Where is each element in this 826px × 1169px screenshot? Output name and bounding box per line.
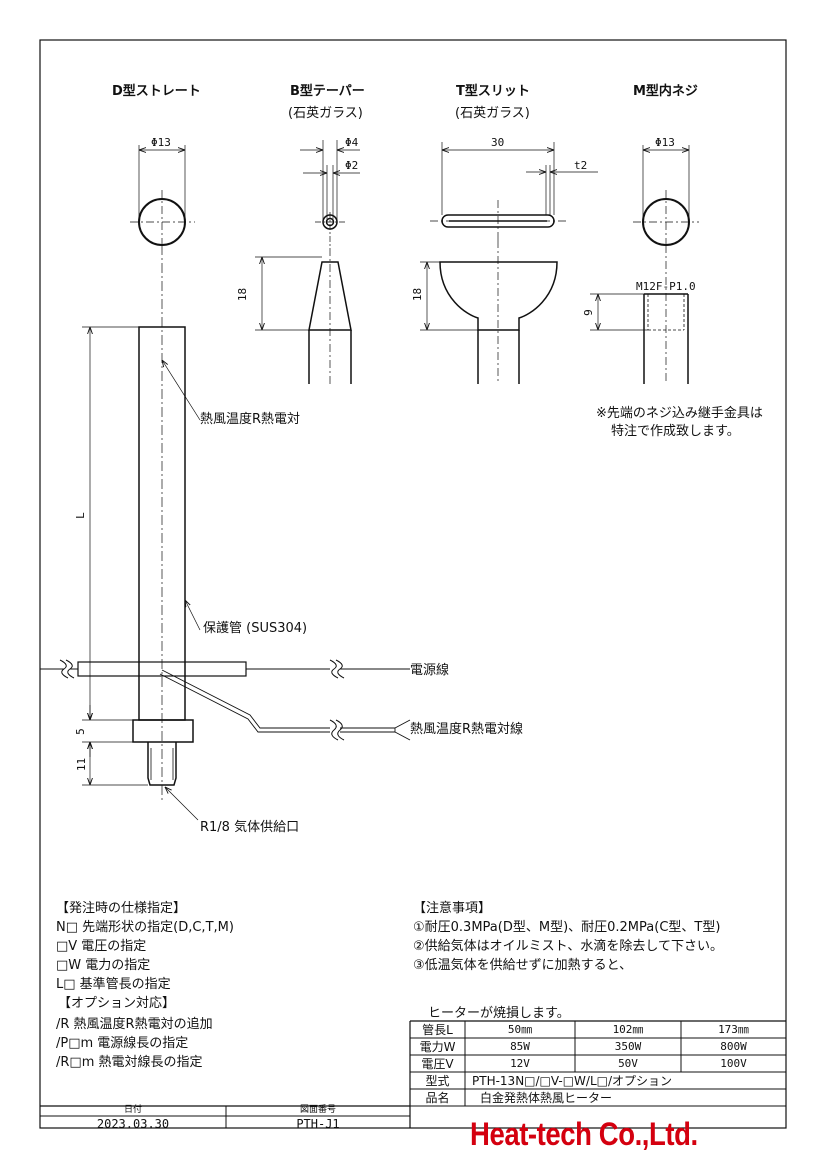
drawing-frame (39, 39, 787, 1129)
b-outer-diameter-label: Φ4 (345, 136, 359, 149)
table-cell: 50㎜ (507, 1023, 533, 1036)
table-cell: 85W (510, 1040, 530, 1053)
m-note-line2: 特注で作成致します。 (611, 424, 740, 439)
t-type-side-view (420, 240, 558, 384)
table-cell: 102㎜ (612, 1023, 644, 1036)
m-type-side-view (590, 245, 689, 384)
dim11-label: 11 (75, 757, 89, 772)
notes-line: ②供給気体はオイルミスト、水滴を除去して下さい。 (413, 939, 724, 954)
m-type-title: M型内ネジ (633, 84, 698, 99)
option-line: /P□m 電源線長の指定 (56, 1036, 189, 1051)
length-label: L (73, 512, 87, 519)
m-type-top-view (633, 145, 699, 246)
heater-main-view (40, 245, 411, 821)
notes-line: ヒーターが焼損します。 (428, 1006, 570, 1021)
d-diameter-label: Φ13 (151, 136, 171, 149)
tc-line-label: 熱風温度R熱電対線 (410, 722, 524, 737)
t-type-subtitle: (石英ガラス) (455, 106, 530, 121)
b-type-subtitle: (石英ガラス) (288, 106, 363, 121)
notes-title: 【注意事項】 (413, 901, 492, 916)
model-value: PTH-13N□/□V-□W/L□/オプション (472, 1074, 673, 1088)
spec-line: □W 電力の指定 (56, 958, 151, 973)
b-type-side-view (255, 248, 352, 384)
spec-line: L□ 基準管長の指定 (56, 977, 171, 992)
table-row-label: 管長L (422, 1023, 453, 1037)
table-cell: 12V (510, 1057, 530, 1070)
d-type-title: D型ストレート (112, 84, 201, 99)
model-label: 型式 (425, 1074, 450, 1088)
notes-line: ①耐圧0.3MPa(D型、M型)、耐圧0.2MPa(C型、T型) (413, 920, 721, 935)
b-type-title: B型テーパー (290, 84, 365, 99)
m-depth-label: 9 (581, 309, 595, 316)
dim5-label: 5 (73, 728, 87, 735)
table-row-label: 電力W (419, 1040, 456, 1054)
m-diameter-label: Φ13 (655, 136, 675, 149)
drawing-number-label: 図面番号 (299, 1105, 336, 1115)
t-slit-label: t2 (574, 159, 588, 172)
table-cell: 800W (720, 1040, 747, 1053)
spec-title: 【発注時の仕様指定】 (56, 901, 187, 916)
table-cell: 100V (720, 1057, 747, 1070)
drawing-number-value: PTH-J1 (296, 1117, 340, 1131)
title-block (40, 1020, 786, 1128)
tube-label: 保護管 (SUS304) (203, 621, 308, 636)
m-note-line1: ※先端のネジ込み継手金具は (596, 406, 763, 421)
option-title: 【オプション対応】 (58, 996, 176, 1011)
inlet-label: R1/8 気体供給口 (200, 820, 300, 835)
t-height-label: 18 (411, 287, 425, 302)
power-line-label: 電源線 (410, 663, 450, 678)
table-cell: 50V (618, 1057, 638, 1070)
spec-line: N□ 先端形状の指定(D,C,T,M) (56, 920, 234, 935)
company-logo: Heat-tech Co.,Ltd. (470, 1116, 698, 1152)
date-label: 日付 (123, 1105, 142, 1115)
table-cell: 173㎜ (718, 1023, 749, 1036)
spec-line: □V 電圧の指定 (56, 939, 147, 954)
m-thread-label: M12F-P1.0 (636, 280, 696, 293)
d-type-top-view (130, 145, 195, 246)
b-type-top-view (300, 140, 360, 248)
name-value: 白金発熱体熱風ヒーター (480, 1091, 613, 1105)
t-type-top-view (430, 142, 598, 240)
b-inner-diameter-label: Φ2 (345, 159, 359, 172)
thermocouple-label: 熱風温度R熱電対 (200, 412, 301, 427)
option-line: /R 熱風温度R熱電対の追加 (56, 1017, 213, 1032)
b-height-label: 18 (236, 287, 250, 302)
t-type-title: T型スリット (456, 84, 530, 99)
notes-line: ③低温気体を供給せずに加熱すると、 (413, 958, 633, 973)
t-width-label: 30 (491, 136, 505, 149)
option-line: /R□m 熱電対線長の指定 (56, 1055, 203, 1070)
table-row-label: 電圧V (421, 1057, 454, 1071)
table-cell: 350W (614, 1040, 642, 1053)
name-label: 品名 (425, 1091, 450, 1105)
date-value: 2023.03.30 (96, 1117, 170, 1131)
